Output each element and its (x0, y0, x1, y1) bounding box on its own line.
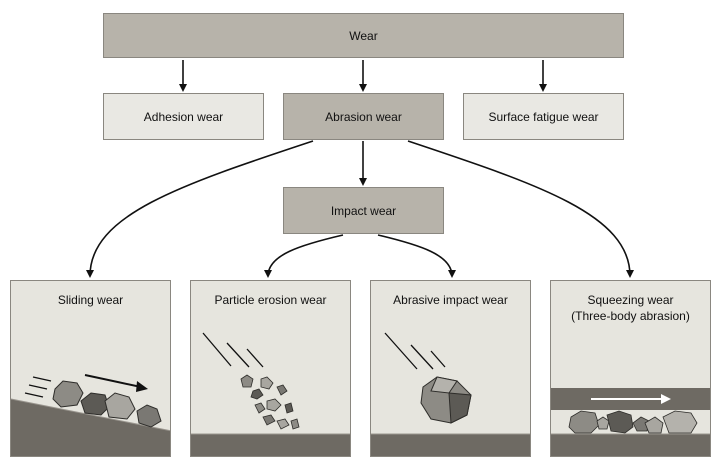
lower-surface (551, 434, 710, 456)
node-abrasion-wear-label: Abrasion wear (325, 109, 402, 124)
panel-squeezing-wear-title-line2: (Three-body abrasion) (571, 309, 690, 323)
arrow-abrasion-sliding (86, 140, 314, 278)
panel-abrasive-impact-wear: Abrasive impact wear (370, 280, 531, 457)
squeezing-wear-illustration (551, 388, 710, 456)
particle-erosion-illustration (191, 332, 350, 456)
sliding-direction-arrow (84, 374, 142, 388)
panel-squeezing-wear-title-line1: Squeezing wear (587, 293, 674, 307)
node-surface-fatigue-wear-label: Surface fatigue wear (488, 109, 599, 124)
node-adhesion-wear: Adhesion wear (103, 93, 264, 140)
rock-particles (52, 380, 162, 428)
ground-surface (371, 434, 530, 456)
arrow-abrasion-squeezing (407, 140, 634, 278)
panel-abrasive-impact-wear-title: Abrasive impact wear (393, 293, 508, 307)
panel-particle-erosion-wear: Particle erosion wear (190, 280, 351, 457)
node-impact-wear: Impact wear (283, 187, 444, 234)
panel-sliding-wear-title: Sliding wear (57, 293, 124, 307)
rock-particles (240, 374, 300, 430)
inclined-surface (11, 399, 170, 456)
arrow-impact-particle (264, 234, 344, 278)
node-adhesion-wear-label: Adhesion wear (143, 109, 224, 124)
panel-squeezing-wear-title: Squeezing wear (Three-body abrasion) (551, 292, 710, 324)
trajectory-lines (202, 332, 264, 368)
node-abrasion-wear: Abrasion wear (283, 93, 444, 140)
impacting-rock (420, 376, 472, 424)
ground-surface (191, 434, 350, 456)
arrow-impact-abrasive (377, 234, 456, 278)
node-impact-wear-label: Impact wear (330, 203, 397, 218)
abrasive-impact-illustration (371, 332, 530, 456)
sliding-wear-illustration (11, 374, 170, 456)
panel-sliding-wear: Sliding wear (10, 280, 171, 457)
node-wear-label: Wear (349, 28, 378, 43)
motion-lines (24, 376, 52, 398)
rock-particles (568, 410, 698, 434)
trajectory-lines (384, 332, 446, 370)
panel-particle-erosion-wear-title: Particle erosion wear (214, 293, 327, 307)
node-surface-fatigue-wear: Surface fatigue wear (463, 93, 624, 140)
node-wear: Wear (103, 13, 624, 58)
panel-squeezing-wear: Squeezing wear (Three-body abrasion) (550, 280, 711, 457)
